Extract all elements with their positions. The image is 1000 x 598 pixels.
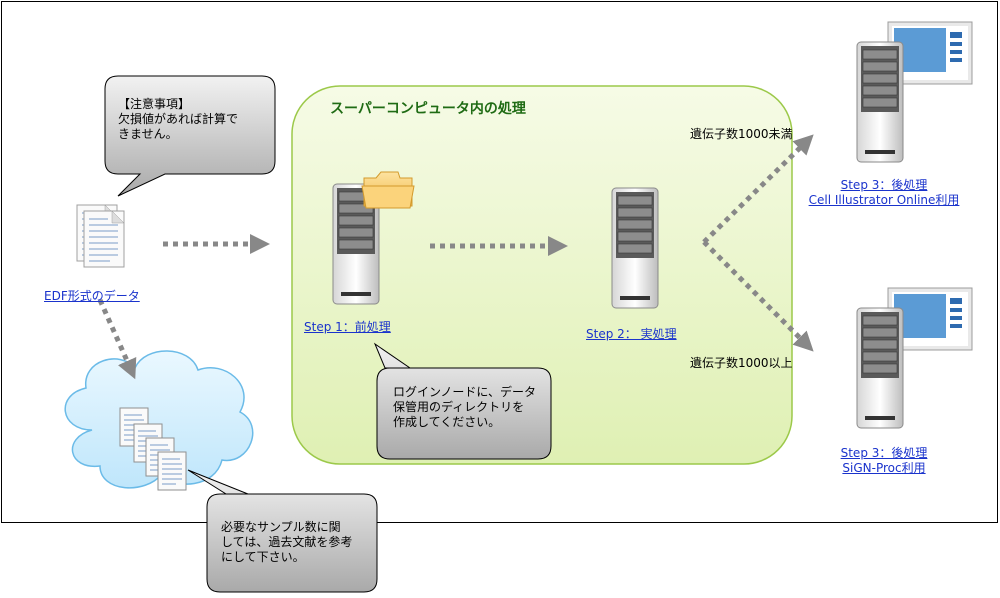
server-step2-icon	[611, 187, 659, 309]
step3a-line1: Step 3：後処理	[840, 178, 928, 192]
flow-arrows	[97, 134, 814, 380]
login-callout	[373, 342, 552, 460]
edf-data-link[interactable]: EDF形式のデータ	[44, 289, 140, 303]
step2-link[interactable]: Step 2： 実処理	[586, 327, 677, 341]
document-icon	[76, 204, 125, 268]
cloud-storage-icon	[64, 350, 254, 491]
step3b-link[interactable]: Step 3：後処理 SiGN-Proc利用	[816, 446, 952, 476]
region-title: スーパーコンピュータ内の処理	[330, 101, 526, 117]
branch-lt-label: 遺伝子数1000未満	[690, 127, 793, 141]
step3b-line1: Step 3：後処理	[840, 446, 928, 460]
login-text: ログインノードに、データ 保管用のディレクトリを 作成してください。	[393, 385, 537, 429]
caution-callout	[104, 75, 276, 197]
folder-icon	[361, 171, 415, 209]
server-step3a-icon	[856, 41, 904, 163]
step3a-link[interactable]: Step 3：後処理 Cell Illustrator Online利用	[800, 178, 968, 208]
samples-text: 必要なサンプル数に関 しては、過去文献を参考 にして下さい。	[221, 520, 353, 564]
step3a-line2: Cell Illustrator Online利用	[808, 193, 960, 207]
step1-link[interactable]: Step 1：前処理	[304, 320, 391, 334]
samples-callout	[187, 469, 378, 593]
caution-text: 【注意事項】 欠損値があれば計算で きません。	[118, 97, 239, 141]
branch-ge-label: 遺伝子数1000以上	[690, 356, 793, 370]
step3b-line2: SiGN-Proc利用	[842, 461, 926, 475]
server-step3b-icon	[856, 307, 904, 429]
